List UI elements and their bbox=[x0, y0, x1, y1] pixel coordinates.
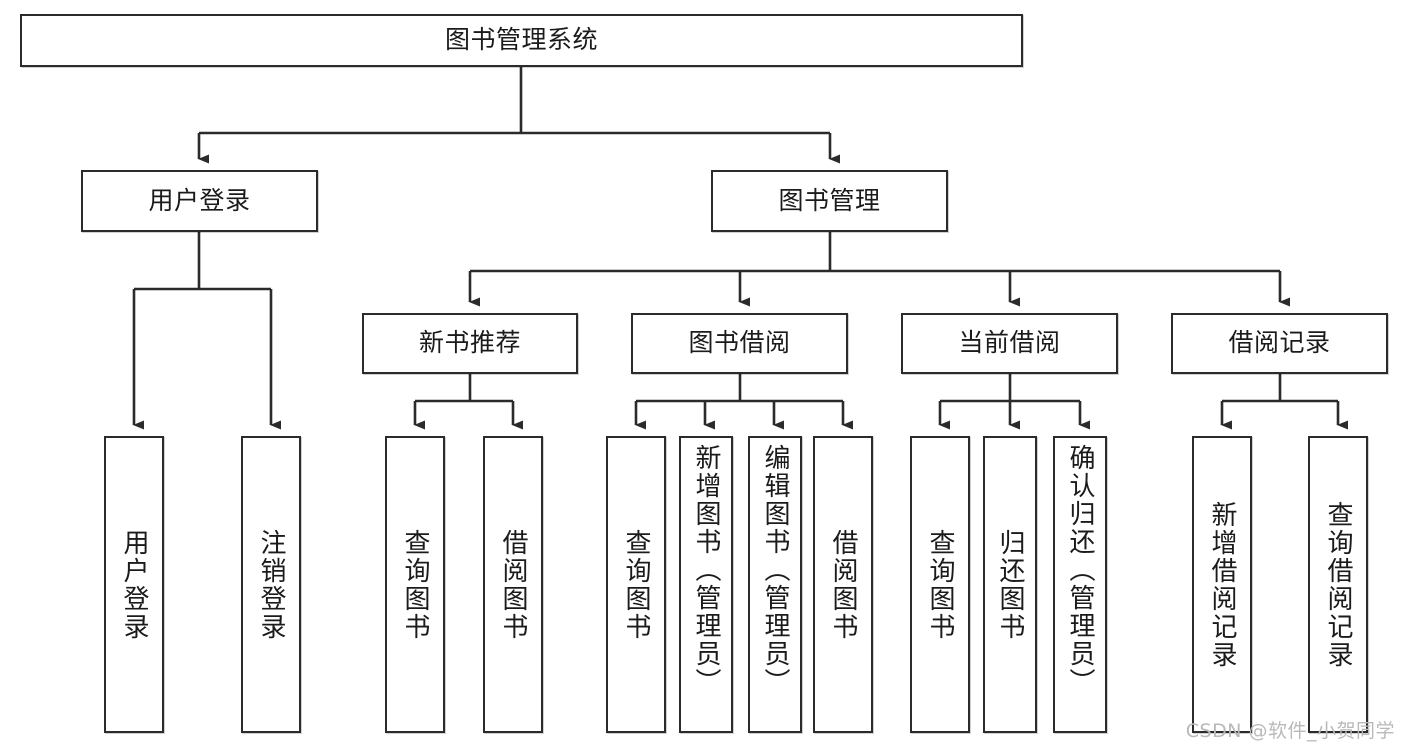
node-leaf-borrow-book-1[interactable]: 借阅图书 bbox=[483, 436, 543, 733]
node-leaf-borrow-book-2-label: 借阅图书 bbox=[828, 528, 859, 641]
node-borrow-record[interactable]: 借阅记录 bbox=[1171, 313, 1388, 374]
node-current-borrow[interactable]: 当前借阅 bbox=[901, 313, 1118, 374]
node-leaf-confirm-return-label: 确认归还（管理员） bbox=[1065, 444, 1096, 696]
node-user-login[interactable]: 用户登录 bbox=[81, 170, 318, 232]
node-leaf-query-book-1-label: 查询图书 bbox=[400, 528, 431, 641]
node-book-manage[interactable]: 图书管理 bbox=[711, 170, 948, 232]
node-leaf-borrow-book-2[interactable]: 借阅图书 bbox=[813, 436, 873, 733]
node-leaf-query-book-3[interactable]: 查询图书 bbox=[910, 436, 970, 733]
node-leaf-logout-label: 注销登录 bbox=[256, 528, 287, 641]
node-current-borrow-label: 当前借阅 bbox=[958, 328, 1061, 358]
node-root-label: 图书管理系统 bbox=[444, 25, 598, 55]
node-leaf-query-record[interactable]: 查询借阅记录 bbox=[1308, 436, 1368, 733]
node-leaf-edit-book-label: 编辑图书（管理员） bbox=[760, 444, 791, 696]
node-leaf-return-book-label: 归还图书 bbox=[995, 528, 1026, 641]
node-leaf-logout[interactable]: 注销登录 bbox=[241, 436, 301, 733]
node-borrow-record-label: 借阅记录 bbox=[1228, 328, 1331, 358]
node-root[interactable]: 图书管理系统 bbox=[20, 14, 1023, 67]
node-book-borrow[interactable]: 图书借阅 bbox=[631, 313, 848, 374]
node-leaf-user-login-label: 用户登录 bbox=[119, 528, 150, 641]
node-leaf-edit-book[interactable]: 编辑图书（管理员） bbox=[748, 436, 802, 733]
node-leaf-borrow-book-1-label: 借阅图书 bbox=[498, 528, 529, 641]
node-book-manage-label: 图书管理 bbox=[778, 185, 881, 215]
node-leaf-add-record-label: 新增借阅记录 bbox=[1207, 500, 1238, 669]
node-leaf-return-book[interactable]: 归还图书 bbox=[983, 436, 1037, 733]
node-leaf-query-record-label: 查询借阅记录 bbox=[1323, 500, 1354, 669]
node-leaf-query-book-2[interactable]: 查询图书 bbox=[606, 436, 666, 733]
watermark: CSDN @软件_小贺同学 bbox=[1185, 720, 1395, 742]
node-leaf-add-record[interactable]: 新增借阅记录 bbox=[1192, 436, 1252, 733]
node-leaf-add-book[interactable]: 新增图书（管理员） bbox=[679, 436, 733, 733]
node-new-book-rec[interactable]: 新书推荐 bbox=[362, 313, 578, 374]
node-leaf-user-login[interactable]: 用户登录 bbox=[104, 436, 164, 733]
node-leaf-query-book-2-label: 查询图书 bbox=[621, 528, 652, 641]
node-new-book-rec-label: 新书推荐 bbox=[418, 328, 521, 358]
node-leaf-add-book-label: 新增图书（管理员） bbox=[691, 444, 722, 696]
node-leaf-query-book-3-label: 查询图书 bbox=[925, 528, 956, 641]
node-user-login-label: 用户登录 bbox=[148, 185, 251, 215]
node-book-borrow-label: 图书借阅 bbox=[688, 328, 791, 358]
node-leaf-confirm-return[interactable]: 确认归还（管理员） bbox=[1053, 436, 1107, 733]
node-leaf-query-book-1[interactable]: 查询图书 bbox=[385, 436, 445, 733]
